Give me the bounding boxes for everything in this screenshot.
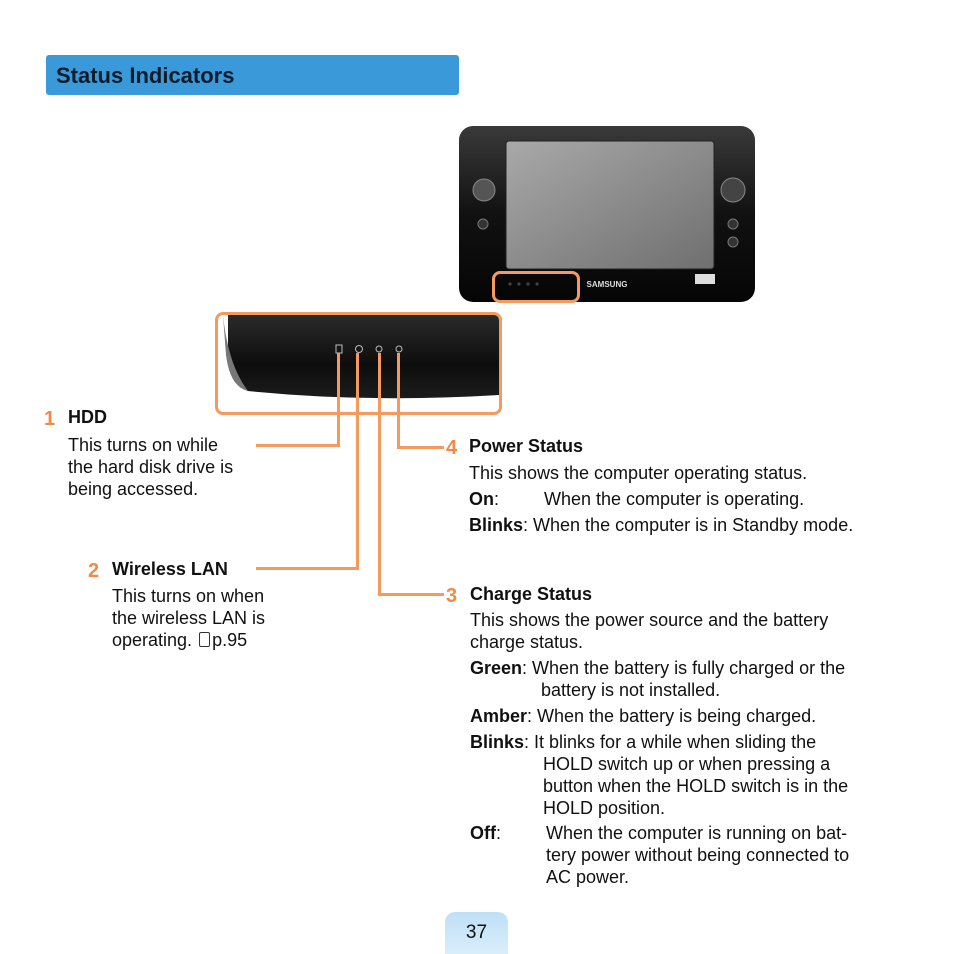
device-image: SAMSUNG: [459, 126, 755, 302]
dpad-right: [720, 177, 746, 203]
charge-state-blinks: Blinks: It blinks for a while when slidi…: [470, 732, 817, 752]
power-state-blinks: Blinks: When the computer is in Standby …: [469, 515, 854, 535]
line-power-v: [397, 353, 400, 449]
wireless-icon: [355, 345, 363, 353]
indicator-desc-wlan: This turns on when the wireless LAN is o…: [112, 586, 266, 650]
page-number: 37: [465, 922, 488, 943]
line-power-h: [397, 446, 444, 449]
indicator-desc-hdd: This turns on while the hard disk drive …: [68, 435, 234, 499]
indicator-desc-charge: This shows the power source and the batt…: [470, 610, 829, 652]
page-title: Status Indicators: [56, 63, 235, 88]
joystick-left: [472, 178, 496, 202]
line-charge-v: [378, 353, 381, 596]
indicator-number: 3: [446, 585, 458, 607]
device-screen: [505, 140, 715, 270]
charge-icon: [375, 345, 383, 353]
brand-logo: SAMSUNG: [587, 280, 628, 289]
sticker: [695, 274, 715, 284]
section-header: Status Indicators: [46, 55, 459, 95]
charge-state-off: Off:: [470, 823, 502, 843]
indicator-number: 1: [44, 408, 56, 430]
indicator-number: 4: [446, 437, 458, 459]
charge-state-green: Green: When the battery is fully charged…: [470, 658, 846, 678]
power-state-on: On:: [469, 489, 500, 509]
page-number-tab: 37: [445, 912, 508, 954]
page-ref: p.95: [212, 630, 248, 650]
indicator-title-wlan: Wireless LAN: [112, 559, 228, 579]
indicator-highlight: [492, 271, 580, 303]
indicator-title-hdd: HDD: [68, 407, 107, 427]
line-wlan-v: [356, 353, 359, 569]
line-hdd-h: [256, 444, 340, 447]
line-charge-h: [378, 593, 444, 596]
indicator-number: 2: [88, 560, 100, 582]
charge-state-amber: Amber: When the battery is being charged…: [470, 706, 817, 726]
indicator-title-power: Power Status: [469, 436, 584, 456]
line-hdd-v: [337, 353, 340, 447]
power-icon: [395, 345, 403, 353]
indicator-desc-power: This shows the computer operating status…: [469, 463, 808, 483]
manual-ref-icon: [199, 632, 211, 647]
line-wlan-h: [256, 567, 359, 570]
zoom-callout-box: [215, 312, 502, 415]
indicator-title-charge: Charge Status: [470, 584, 593, 604]
zoom-strip: [223, 315, 499, 399]
